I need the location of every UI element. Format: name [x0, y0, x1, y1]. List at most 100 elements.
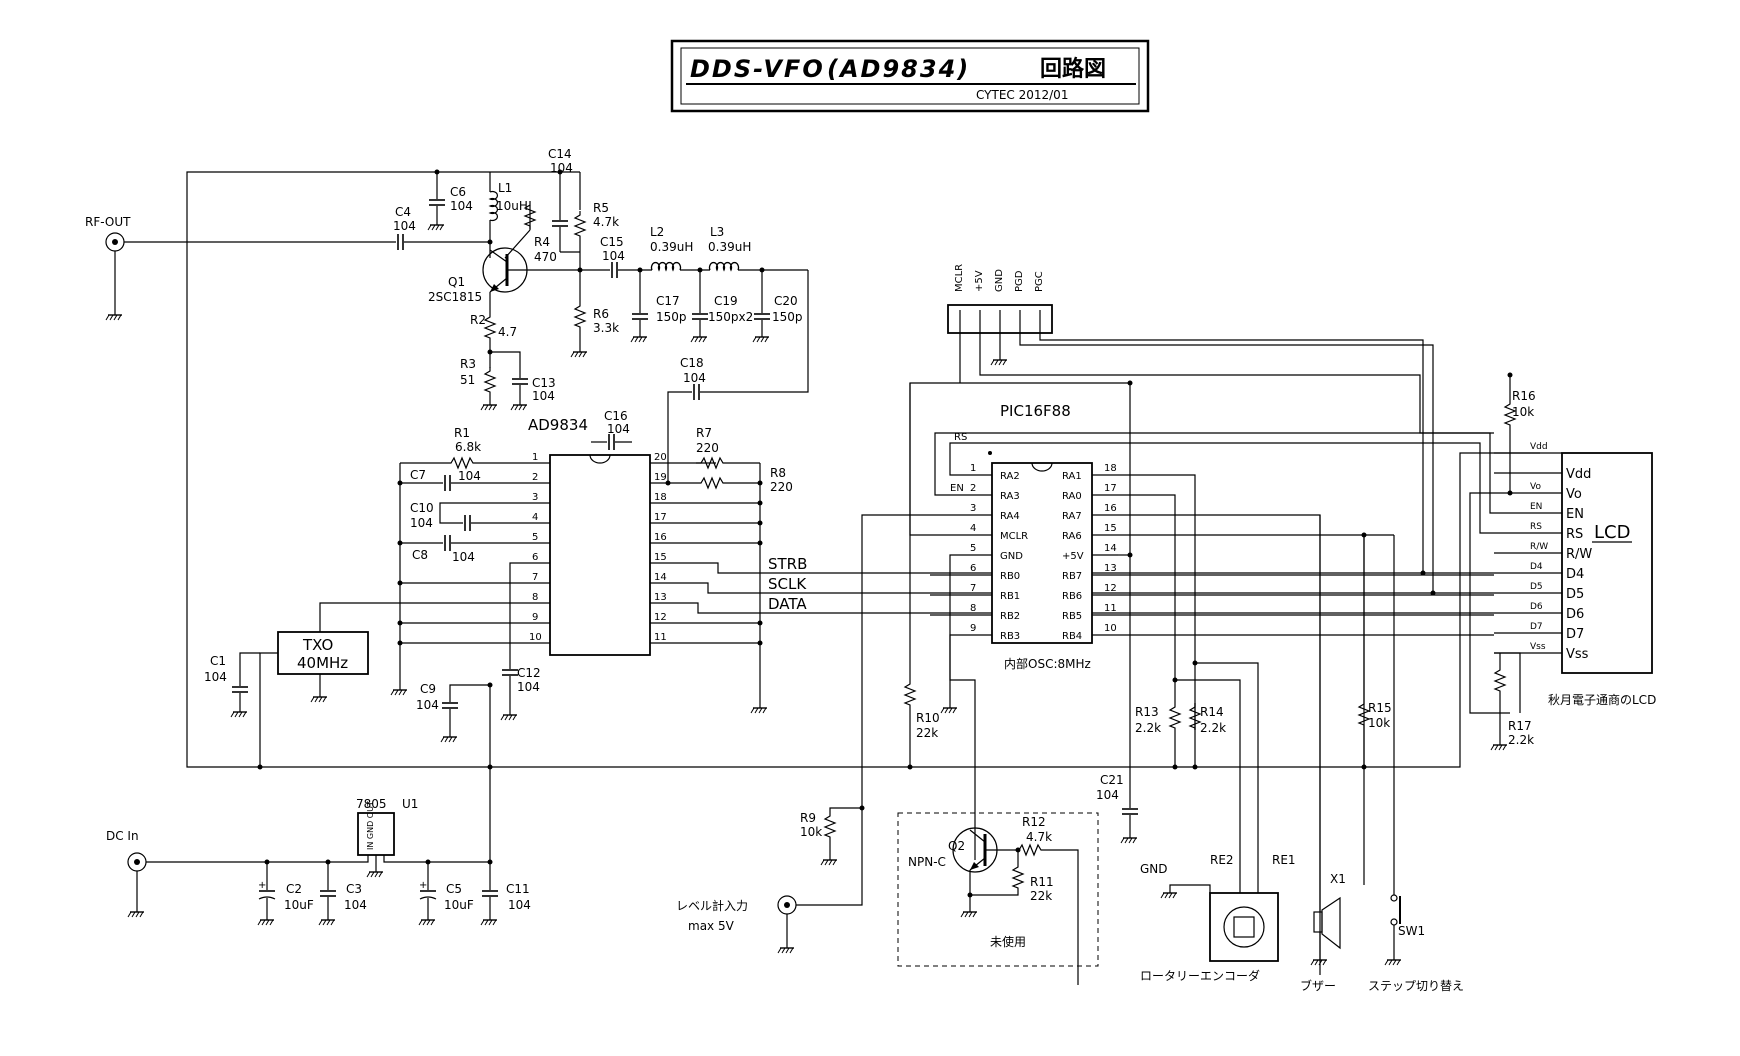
svg-text:SW1: SW1 — [1398, 924, 1425, 938]
svg-text:6: 6 — [970, 563, 976, 574]
svg-text:104: 104 — [458, 469, 481, 483]
svg-text:NPN-C: NPN-C — [908, 855, 946, 869]
svg-text:R5: R5 — [593, 201, 609, 215]
svg-text:2SC1815: 2SC1815 — [428, 290, 482, 304]
svg-text:C20: C20 — [774, 294, 798, 308]
svg-text:TXO: TXO — [302, 636, 333, 654]
svg-text:11: 11 — [654, 632, 667, 643]
ad9834-section: AD9834 C16 104 — [204, 409, 1494, 770]
svg-text:C10: C10 — [410, 501, 434, 515]
svg-text:22k: 22k — [1030, 889, 1052, 903]
svg-text:R8: R8 — [770, 466, 786, 480]
svg-text:C19: C19 — [714, 294, 738, 308]
svg-text:6: 6 — [532, 552, 538, 563]
svg-text:4.7: 4.7 — [498, 325, 517, 339]
svg-text:13: 13 — [1104, 563, 1117, 574]
svg-text:Q1: Q1 — [448, 275, 465, 289]
svg-text:IN GND OUT: IN GND OUT — [366, 801, 375, 850]
power-section: DC In + C2 10uF C3 104 7805 U1 IN GND OU… — [106, 682, 531, 926]
svg-text:D4: D4 — [1530, 562, 1543, 572]
svg-text:4: 4 — [970, 523, 976, 534]
svg-text:9: 9 — [970, 623, 976, 634]
buzzer-label: ブザー — [1300, 978, 1336, 993]
data-label: DATA — [768, 595, 807, 613]
svg-text:5: 5 — [970, 543, 976, 554]
svg-text:GND: GND — [1000, 551, 1023, 562]
svg-text:3: 3 — [532, 492, 538, 503]
svg-text:13: 13 — [654, 592, 667, 603]
svg-text:4.7k: 4.7k — [1026, 830, 1052, 844]
icsp-header: MCLR +5V GND PGD PGC — [947, 264, 1494, 596]
svg-text:C15: C15 — [600, 235, 624, 249]
svg-text:R17: R17 — [1508, 719, 1532, 733]
svg-text:Vdd: Vdd — [1566, 467, 1591, 482]
svg-text:R4: R4 — [534, 235, 550, 249]
svg-text:5: 5 — [532, 532, 538, 543]
svg-text:104: 104 — [532, 389, 555, 403]
svg-text:RA4: RA4 — [1000, 511, 1020, 522]
lcd-note: 秋月電子通商のLCD — [1548, 692, 1656, 707]
title-suffix: 回路図 — [1040, 56, 1106, 82]
svg-text:10k: 10k — [1512, 405, 1534, 419]
svg-text:RB2: RB2 — [1000, 611, 1020, 622]
rf-section: RF-OUT C4 104 C6 104 L1 10uH C14 104 — [85, 147, 1494, 768]
title-credit: CYTEC 2012/01 — [976, 88, 1068, 102]
svg-text:RA0: RA0 — [1062, 491, 1082, 502]
title-block: DDS-VFO (AD9834) 回路図 CYTEC 2012/01 — [670, 39, 1150, 113]
svg-text:7: 7 — [532, 572, 538, 583]
svg-text:RB7: RB7 — [1062, 571, 1082, 582]
svg-text:R16: R16 — [1512, 389, 1536, 403]
svg-text:RA6: RA6 — [1062, 531, 1082, 542]
svg-text:10: 10 — [1104, 623, 1117, 634]
svg-text:EN: EN — [950, 483, 964, 494]
svg-text:RB1: RB1 — [1000, 591, 1020, 602]
svg-text:2.2k: 2.2k — [1508, 733, 1534, 747]
svg-text:D4: D4 — [1566, 567, 1584, 582]
svg-text:2: 2 — [970, 483, 976, 494]
svg-text:Q2: Q2 — [948, 839, 965, 853]
svg-text:R11: R11 — [1030, 875, 1054, 889]
rf-out-label: RF-OUT — [85, 215, 131, 229]
svg-text:104: 104 — [416, 698, 439, 712]
svg-text:Vo: Vo — [1566, 487, 1582, 502]
svg-text:RB0: RB0 — [1000, 571, 1020, 582]
svg-text:104: 104 — [607, 422, 630, 436]
svg-text:104: 104 — [204, 670, 227, 684]
svg-text:EN: EN — [1530, 502, 1542, 512]
svg-text:4.7k: 4.7k — [593, 215, 619, 229]
svg-text:0.39uH: 0.39uH — [650, 240, 693, 254]
title-main: DDS-VFO — [690, 55, 825, 83]
svg-text:RB5: RB5 — [1062, 611, 1082, 622]
svg-text:150px2: 150px2 — [708, 310, 753, 324]
svg-text:MCLR: MCLR — [1000, 531, 1028, 542]
svg-text:PGD: PGD — [1014, 270, 1025, 292]
svg-text:17: 17 — [1104, 483, 1117, 494]
svg-text:R3: R3 — [460, 357, 476, 371]
svg-text:470: 470 — [534, 250, 557, 264]
svg-text:11: 11 — [1104, 603, 1117, 614]
svg-text:10uH: 10uH — [496, 199, 528, 213]
svg-text:R1: R1 — [454, 426, 470, 440]
title-chip: (AD9834) — [827, 55, 970, 83]
svg-text:40MHz: 40MHz — [297, 654, 348, 672]
svg-text:RS: RS — [1530, 522, 1542, 532]
svg-text:16: 16 — [654, 532, 667, 543]
svg-text:14: 14 — [1104, 543, 1117, 554]
svg-text:GND: GND — [994, 269, 1005, 292]
encoder-label: ロータリーエンコーダ — [1140, 968, 1260, 983]
svg-text:D6: D6 — [1530, 602, 1543, 612]
svg-text:104: 104 — [393, 219, 416, 233]
svg-text:RB3: RB3 — [1000, 631, 1020, 642]
svg-text:L1: L1 — [498, 181, 512, 195]
svg-text:104: 104 — [517, 680, 540, 694]
svg-text:51: 51 — [460, 373, 475, 387]
svg-text:C11: C11 — [506, 882, 530, 896]
svg-text:150p: 150p — [772, 310, 803, 324]
svg-text:C21: C21 — [1100, 773, 1124, 787]
svg-text:18: 18 — [654, 492, 667, 503]
pic-section: PIC16F88 1 2 3 4 — [861, 380, 1494, 975]
svg-text:Vo: Vo — [1530, 482, 1541, 492]
svg-text:RA2: RA2 — [1000, 471, 1020, 482]
svg-text:C3: C3 — [346, 882, 362, 896]
svg-text:L2: L2 — [650, 225, 664, 239]
